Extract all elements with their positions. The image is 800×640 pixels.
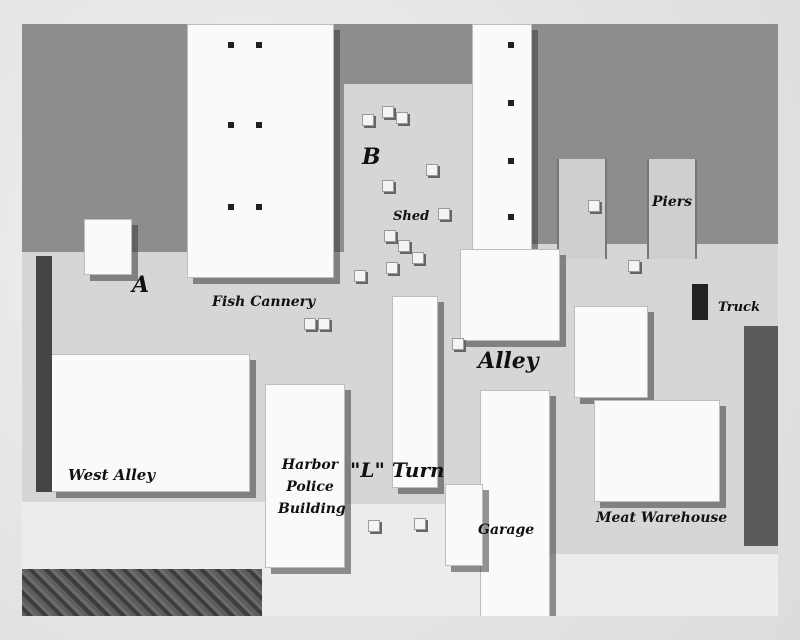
crate	[368, 520, 380, 532]
fish-cannery-building	[187, 24, 334, 278]
piers-label: Piers	[652, 194, 693, 210]
meat-warehouse-label: Meat Warehouse	[596, 510, 728, 526]
roof-vent	[228, 42, 234, 48]
crate	[384, 230, 396, 242]
crate	[426, 164, 438, 176]
west-wall	[36, 256, 52, 492]
roof-vent	[256, 122, 262, 128]
point-a-label: A	[132, 272, 150, 298]
harbor-police-label: Harbor Police Building	[278, 457, 346, 517]
l-turn-building	[392, 296, 438, 488]
crate	[412, 252, 424, 264]
alley-label: Alley	[478, 348, 539, 374]
crate	[382, 180, 394, 192]
garage-building	[480, 390, 550, 616]
garage-label: Garage	[478, 522, 535, 538]
rail-tracks	[744, 326, 778, 546]
crate	[396, 112, 408, 124]
harbor-police-building	[265, 384, 345, 568]
crate	[382, 106, 394, 118]
crate	[414, 518, 426, 530]
alley-building	[460, 249, 560, 341]
roof-vent	[228, 204, 234, 210]
l-turn-label: "L" Turn	[350, 458, 445, 482]
crate	[588, 200, 600, 212]
crate	[398, 240, 410, 252]
truck-vehicle	[692, 284, 708, 320]
shed-label: Shed	[393, 209, 430, 224]
rocky-shore	[22, 569, 262, 616]
garage-annex	[445, 484, 483, 566]
roof-vent	[256, 204, 262, 210]
crate	[628, 260, 640, 272]
small-shed-a	[84, 219, 132, 275]
crate	[438, 208, 450, 220]
crate	[354, 270, 366, 282]
meat-warehouse-building	[594, 400, 720, 502]
tall-building	[472, 24, 532, 251]
roof-vent	[508, 214, 514, 220]
crate	[386, 262, 398, 274]
map-frame	[22, 24, 778, 616]
crate	[304, 318, 316, 330]
crate	[362, 114, 374, 126]
pier-2	[647, 159, 697, 259]
roof-vent	[256, 42, 262, 48]
point-b-label: B	[362, 144, 381, 170]
east-small-building	[574, 306, 648, 398]
west-alley-label: West Alley	[68, 466, 156, 484]
roof-vent	[508, 100, 514, 106]
roof-vent	[508, 158, 514, 164]
truck-label: Truck	[718, 300, 760, 315]
west-alley-building	[50, 354, 250, 492]
crate	[318, 318, 330, 330]
fish-cannery-label: Fish Cannery	[212, 294, 316, 310]
roof-vent	[508, 42, 514, 48]
crate	[452, 338, 464, 350]
roof-vent	[228, 122, 234, 128]
